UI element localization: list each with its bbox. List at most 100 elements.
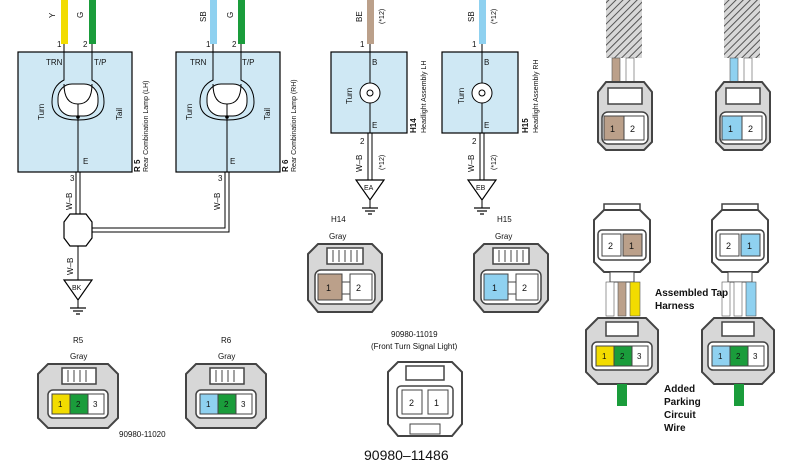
front-turn-pin-2: 2 [409, 398, 414, 408]
harness-top-right-pin-2: 2 [748, 124, 753, 134]
harness-tap-lower-left-pin-3: 3 [637, 352, 642, 361]
r6-turn-label: Turn [185, 104, 194, 120]
h14-conn-pin-2: 2 [356, 283, 361, 293]
h14-conn-pin-1: 1 [326, 283, 331, 293]
harness-top-right-pin-1: 1 [728, 124, 733, 134]
h14-connector-face: H14 Gray 1 2 [307, 215, 383, 313]
h15-wire-skyblue [479, 0, 486, 44]
harness-added-label-2: Parking [664, 397, 701, 408]
ground-ea-triangle [354, 179, 386, 202]
harness-tap-lower-right-pin-2: 2 [736, 352, 741, 361]
h15-conn-title: H15 [497, 215, 512, 224]
front-turn-caption: 90980–11486 [364, 447, 449, 463]
r6-conn-pin-1: 1 [206, 400, 211, 409]
r5-name: Rear Combination Lamp (LH) [143, 81, 150, 172]
harness-tap-lower-right-pin-1: 1 [718, 352, 723, 361]
assembled-tap-harness: 1 2 1 2 2 1 1 2 3 [585, 0, 775, 434]
junction-connector [63, 213, 93, 247]
r5-trn-label: TRN [46, 58, 63, 67]
r5-conn-pin-1: 1 [58, 400, 63, 409]
ground-ea-label: EA [364, 185, 374, 192]
harness-tap-upper-right-pin-1: 1 [747, 241, 752, 251]
harness-top-left-pin-2: 2 [630, 124, 635, 134]
r5-wire-label-y: Y [48, 12, 57, 18]
h15-pin-1-label: 1 [472, 40, 477, 49]
ground-eb-triangle [466, 179, 498, 202]
r5-tail-label: Tail [115, 108, 124, 120]
harness-added-label-3: Circuit [664, 410, 696, 421]
harness-added-label-1: Added [664, 384, 695, 395]
harness-added-label-4: Wire [664, 423, 686, 434]
front-turn-pin-1: 1 [434, 398, 439, 408]
h14-wire-note: (*12) [379, 9, 386, 24]
r5-wire-yellow [61, 0, 68, 44]
r6-wb-label: W–B [213, 193, 222, 210]
harness-tap-upper-left-pin-2: 2 [608, 241, 613, 251]
r6-conn-title: R6 [221, 336, 232, 345]
r5-pin-2-label: 2 [83, 40, 88, 49]
front-turn-desc: (Front Turn Signal Light) [371, 342, 458, 351]
r5-pin-1-label: 1 [57, 40, 62, 49]
h15-wb-note: (*12) [491, 155, 498, 170]
added-wire-left [617, 384, 627, 406]
h15-conn-pin-1: 1 [492, 283, 497, 293]
h15-name: Headlight Assembly RH [533, 59, 540, 133]
harness-top-left-pin-1: 1 [610, 124, 615, 134]
r6-conn-color: Gray [218, 352, 235, 361]
r6-wire-label-g: G [226, 12, 235, 18]
r6-tail-label: Tail [263, 108, 272, 120]
r6-wire-green [238, 0, 245, 44]
r6-trn-label: TRN [190, 58, 207, 67]
r6-pin-3-label: 3 [218, 174, 223, 183]
h14-code: H14 [409, 118, 418, 133]
r5-pin-3-label: 3 [70, 174, 75, 183]
h15-e-label: E [484, 121, 489, 130]
h14-conn-title: H14 [331, 215, 346, 224]
junction-wb-label: W–B [66, 258, 75, 275]
h14-wb-note: (*12) [379, 155, 386, 170]
harness-tap-upper-right-pin-2: 2 [726, 241, 731, 251]
h14-wb-label: W–B [355, 155, 364, 172]
h15-headlight-rh: SB (*12) 1 B Turn E H15 Headlight Assemb… [441, 0, 540, 215]
h14-pin-1-label: 1 [360, 40, 365, 49]
r5-wb-label: W–B [65, 193, 74, 210]
h15-b-label: B [484, 58, 489, 67]
r5-e-label: E [83, 157, 88, 166]
h14-b-label: B [372, 58, 377, 67]
h14-wire-beige [367, 0, 374, 44]
ground-bk-label: BK [72, 285, 82, 292]
r5-turn-label: Turn [37, 104, 46, 120]
r5-rear-lamp-lh: Y G 1 2 TRN T/P Turn Tail E R 5 Rear Com… [17, 0, 150, 210]
r6-bulb-symbol [199, 52, 255, 172]
h14-turn-label: Turn [345, 88, 354, 104]
r6-name: Rear Combination Lamp (RH) [291, 79, 298, 172]
h14-pin-2-label: 2 [360, 137, 365, 146]
harness-tap-lower-right-pin-3: 3 [753, 352, 758, 361]
h14-name: Headlight Assembly LH [421, 61, 428, 133]
h14-conn-color: Gray [329, 232, 346, 241]
r5-code: R 5 [133, 159, 142, 172]
r6-rear-lamp-rh: SB G 1 2 TRN T/P Turn Tail E R 6 Rear Co… [175, 0, 298, 210]
r5-conn-pin-3: 3 [93, 400, 98, 409]
h14-headlight-lh: BE (*12) 1 B Turn E H14 Headlight Assemb… [330, 0, 428, 215]
h15-conn-pin-2: 2 [522, 283, 527, 293]
h15-connector-face: H15 Gray 1 2 [473, 215, 549, 313]
r6-e-label: E [230, 157, 235, 166]
h14-wire-label: BE [355, 11, 364, 22]
ground-eb-label: EB [476, 185, 486, 192]
h15-turn-label: Turn [457, 88, 466, 104]
ground-bk-triangle [62, 279, 94, 302]
r5-conn-color: Gray [70, 352, 87, 361]
r6-tp-label: T/P [242, 58, 254, 67]
r6-connector-face: R6 Gray 1 2 3 [185, 336, 267, 429]
r5-conn-part: 90980-11020 [119, 430, 166, 439]
r5-wire-green [89, 0, 96, 44]
h15-pin-2-label: 2 [472, 137, 477, 146]
h15-conn-color: Gray [495, 232, 512, 241]
h15-bulb-symbol [471, 82, 493, 104]
harness-tap-upper-left-pin-1: 1 [629, 241, 634, 251]
r6-code: R 6 [281, 159, 290, 172]
added-wire-right [734, 384, 744, 406]
